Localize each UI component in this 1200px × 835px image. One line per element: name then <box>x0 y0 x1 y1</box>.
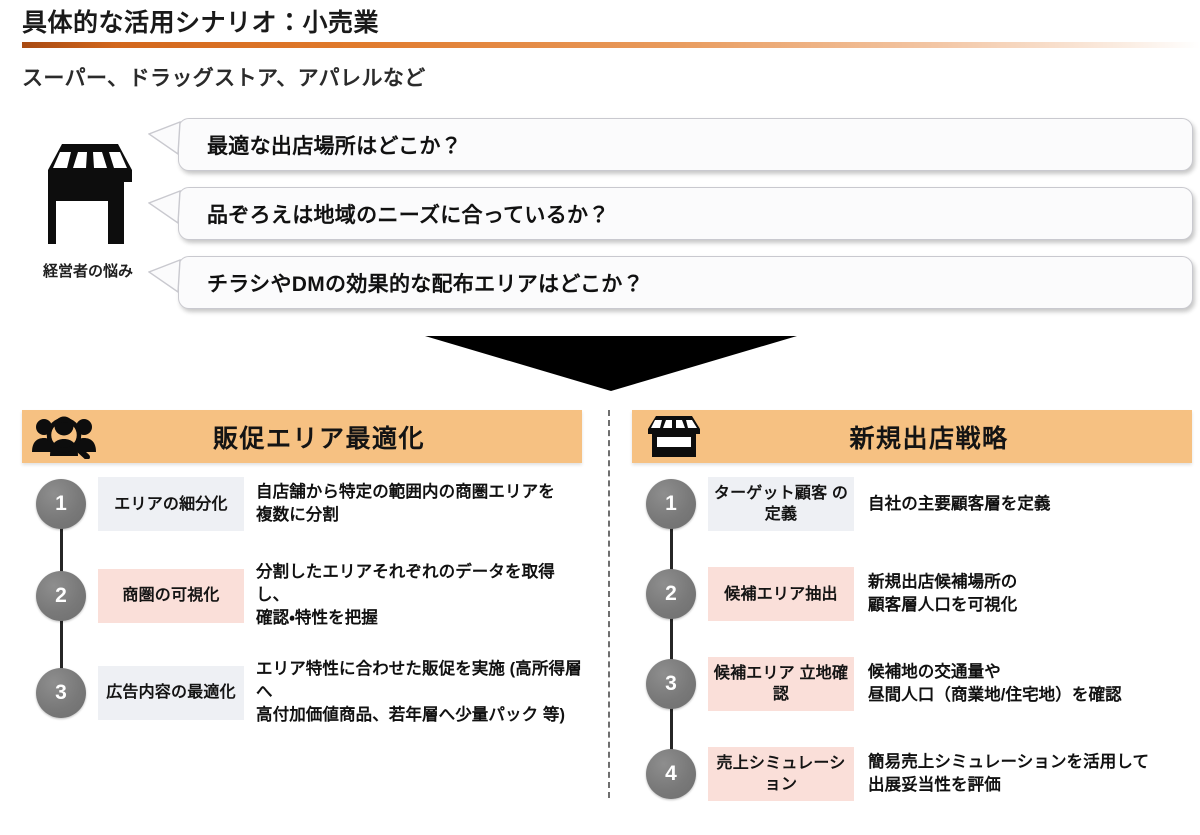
pain-points-section: 経営者の悩み 最適な出店場所はどこか？ 品ぞろえは地域のニーズに合っているか？ … <box>0 118 1200 323</box>
step-description: 分割したエリアそれぞれのデータを取得し、 確認・特性を把握 <box>256 563 555 627</box>
pain-point-bubble: 品ぞろえは地域のニーズに合っているか？ <box>148 187 1193 240</box>
storefront-icon <box>648 416 700 457</box>
pain-points-bubble-list: 最適な出店場所はどこか？ 品ぞろえは地域のニーズに合っているか？ チラシやDMの… <box>148 118 1193 325</box>
step-label: エリアの細分化 <box>98 477 244 531</box>
slide-header: 具体的な活用シナリオ：小売業 スーパー、ドラッグストア、アパレルなど <box>0 0 1200 90</box>
pain-point-text: チラシやDMの効果的な配布エリアはどこか？ <box>207 272 644 296</box>
step-number-badge: 2 <box>36 570 86 621</box>
panel-new-store-opening-strategy: 新規出店戦略 1 ターゲット顧客 の定義 自社の主要顧客層を定義 2 候補エリア… <box>632 410 1192 835</box>
step-item: 1 エリアの細分化 自店舗から特定の範囲内の商圏エリアを 複数に分割 <box>22 475 582 533</box>
panel-header: 販促エリア最適化 <box>22 410 582 463</box>
step-description: エリア特性に合わせた販促を実施 (高所得層へ 高付加価値商品、若年層へ少量パック… <box>256 660 582 724</box>
step-number-badge: 2 <box>646 569 696 619</box>
panel-title: 新規出店戦略 <box>849 424 1009 453</box>
pain-point-bubble: チラシやDMの効果的な配布エリアはどこか？ <box>148 256 1193 309</box>
down-arrow-icon <box>425 336 797 391</box>
step-item: 3 広告内容の最適化 エリア特性に合わせた販促を実施 (高所得層へ 高付加価値商… <box>22 658 582 727</box>
panel-divider <box>608 410 610 798</box>
panel-title: 販促エリア最適化 <box>212 424 425 453</box>
people-search-icon <box>32 416 96 459</box>
step-number-badge: 1 <box>36 479 86 529</box>
pain-point-bubble: 最適な出店場所はどこか？ <box>148 118 1193 171</box>
panel-header: 新規出店戦略 <box>632 410 1192 463</box>
step-description: 自社の主要顧客層を定義 <box>868 494 1051 513</box>
step-label: 候補エリア抽出 <box>708 567 854 621</box>
step-number-badge: 4 <box>646 749 696 799</box>
panel-steps: 1 ターゲット顧客 の定義 自社の主要顧客層を定義 2 候補エリア抽出 新規出店… <box>632 463 1192 803</box>
step-item: 2 商圏の可視化 分割したエリアそれぞれのデータを取得し、 確認・特性を把握 <box>22 561 582 630</box>
bubble-tail-icon <box>148 259 181 293</box>
step-item: 1 ターゲット顧客 の定義 自社の主要顧客層を定義 <box>632 475 1192 533</box>
step-label: 商圏の可視化 <box>98 568 244 623</box>
step-number-badge: 3 <box>646 659 696 709</box>
panel-sales-promotion-area-optimization: 販促エリア最適化 1 エリアの細分化 自店舗から特定の範囲内の商圏エリアを 複数… <box>22 410 582 755</box>
storefront-icon <box>48 144 132 244</box>
bubble-tail-icon <box>148 121 181 155</box>
pain-points-caption: 経営者の悩み <box>42 263 133 280</box>
title-underline-rule <box>22 42 1200 48</box>
step-connector-rail <box>670 501 673 769</box>
step-item: 4 売上シミュレーション 簡易売上シミュレーションを活用して 出展妥当性を評価 <box>632 745 1192 803</box>
step-label: 候補エリア 立地確認 <box>708 657 854 711</box>
pain-point-text: 品ぞろえは地域のニーズに合っているか？ <box>207 203 610 227</box>
step-description: 簡易売上シミュレーションを活用して 出展妥当性を評価 <box>868 753 1150 794</box>
step-label: ターゲット顧客 の定義 <box>708 477 854 531</box>
step-item: 3 候補エリア 立地確認 候補地の交通量や 昼間人口（商業地/住宅地）を確認 <box>632 655 1192 713</box>
step-number-badge: 3 <box>36 667 86 718</box>
bubble-tail-icon <box>148 190 181 224</box>
step-label: 広告内容の最適化 <box>98 665 244 720</box>
step-label: 売上シミュレーション <box>708 747 854 801</box>
panel-steps: 1 エリアの細分化 自店舗から特定の範囲内の商圏エリアを 複数に分割 2 商圏の… <box>22 463 582 727</box>
step-description: 候補地の交通量や 昼間人口（商業地/住宅地）を確認 <box>868 663 1122 704</box>
pain-point-text: 最適な出店場所はどこか？ <box>207 134 462 158</box>
page-title: 具体的な活用シナリオ：小売業 <box>22 9 380 37</box>
step-item: 2 候補エリア抽出 新規出店候補場所の 顧客層人口を可視化 <box>632 565 1192 623</box>
step-description: 新規出店候補場所の 顧客層人口を可視化 <box>868 573 1018 614</box>
step-description: 自店舗から特定の範囲内の商圏エリアを 複数に分割 <box>256 483 555 524</box>
step-number-badge: 1 <box>646 479 696 529</box>
strategy-panels: 販促エリア最適化 1 エリアの細分化 自店舗から特定の範囲内の商圏エリアを 複数… <box>0 410 1200 801</box>
page-subtitle: スーパー、ドラッグストア、アパレルなど <box>22 67 426 90</box>
